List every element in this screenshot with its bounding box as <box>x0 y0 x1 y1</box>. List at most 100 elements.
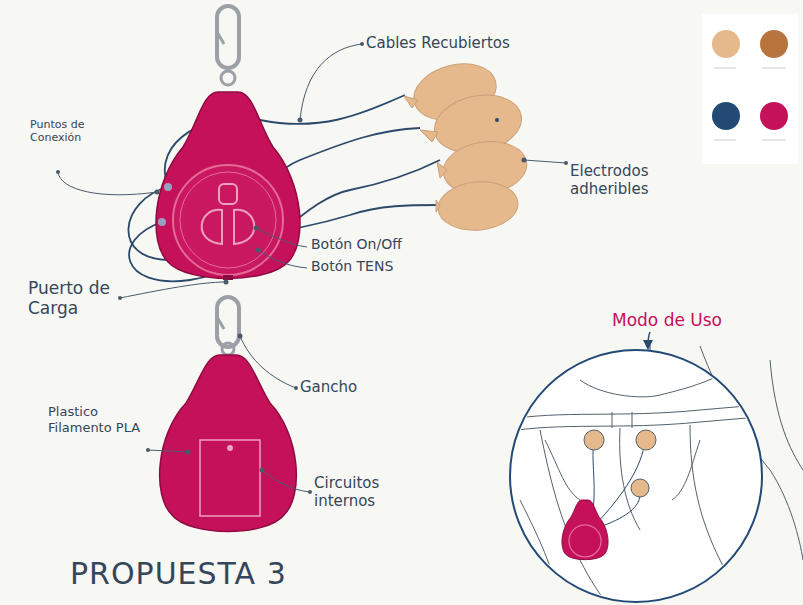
device-front <box>156 92 300 279</box>
leader-dot <box>260 468 265 473</box>
color-palette <box>702 14 798 164</box>
leader-line <box>262 470 310 492</box>
cable-label: Cables Recubiertos <box>366 34 556 52</box>
title-block: PROPUESTA 3 <box>70 556 287 592</box>
usage-inset <box>690 425 780 605</box>
label-text: Electrodos adheribles <box>570 162 678 198</box>
color-palette <box>712 102 740 130</box>
leader-dot <box>522 158 527 163</box>
device-back <box>217 297 239 347</box>
color-palette <box>760 102 788 130</box>
leader-line <box>120 282 226 298</box>
usage-inset <box>580 375 720 397</box>
leader-dot <box>564 161 568 165</box>
material-label: Plastico Filamento PLA <box>48 404 146 435</box>
leader-line <box>240 336 296 388</box>
title: PROPUESTA 3 <box>70 556 287 592</box>
usage-inset <box>636 430 656 450</box>
usage-inset <box>672 440 700 500</box>
device-back <box>160 297 297 532</box>
button-label: Botón TENS <box>311 258 431 275</box>
color-palette <box>714 68 786 140</box>
leader-dot <box>298 118 303 123</box>
leader-dot <box>256 248 261 253</box>
device-front <box>173 165 283 275</box>
usage-inset <box>770 360 803 470</box>
device-front <box>217 6 239 68</box>
label-text: Puntos de Conexión <box>30 118 92 144</box>
leader-line <box>648 332 650 348</box>
label-text: Cables Recubiertos <box>366 34 556 52</box>
color-palette <box>712 30 740 58</box>
usage-label: Modo de Uso <box>612 310 752 330</box>
hook-label: Gancho <box>300 378 390 396</box>
device-front <box>180 172 276 268</box>
usage-inset <box>505 375 780 605</box>
usage-inset <box>545 440 580 500</box>
color-palette <box>702 14 798 164</box>
leader-line <box>300 44 362 120</box>
electrode-pad <box>404 96 418 108</box>
leader-dot <box>360 42 364 46</box>
leader-dot <box>254 226 259 231</box>
leader-dot <box>294 386 298 390</box>
usage-inset <box>505 404 770 420</box>
leader-dot <box>146 448 150 452</box>
usage-inset <box>505 416 770 432</box>
electrode-pad <box>420 130 438 142</box>
button-label: Botón On/Off <box>311 236 431 253</box>
electrode-pad <box>436 200 440 212</box>
label-text: Gancho <box>300 378 390 396</box>
label-text: Botón TENS <box>311 258 431 275</box>
label-text: Circuitos internos <box>314 474 410 510</box>
leader-dot <box>118 296 122 300</box>
leader-dot <box>224 280 229 285</box>
device-front <box>158 218 166 226</box>
electrode-pad <box>495 118 499 122</box>
device-back <box>200 440 260 516</box>
electrode-pad <box>437 162 447 178</box>
usage-inset <box>505 345 803 605</box>
leader-dot <box>186 450 191 455</box>
usage-inset <box>569 525 601 557</box>
device-back <box>227 445 233 451</box>
device-front <box>164 183 172 191</box>
color-palette <box>714 140 736 141</box>
leader-line <box>58 44 650 492</box>
label-text: Puerto de Carga <box>28 278 120 319</box>
leader-line <box>524 160 566 163</box>
color-palette <box>762 140 786 141</box>
electrode-pad <box>436 179 520 234</box>
device-front <box>219 184 237 204</box>
usage-inset <box>584 430 604 450</box>
leader-line <box>258 250 307 268</box>
usage-inset <box>562 500 608 560</box>
electrode-label: Electrodos adheribles <box>570 162 678 198</box>
device-front <box>234 210 254 244</box>
device-back <box>217 317 224 329</box>
leader-line <box>58 172 157 195</box>
usage-inset <box>520 500 560 605</box>
electrode-pad <box>404 55 530 233</box>
label-text: Plastico Filamento PLA <box>48 404 146 435</box>
label-text: Botón On/Off <box>311 236 431 253</box>
leader-dot <box>308 490 312 494</box>
device-front <box>217 32 224 44</box>
leader-line <box>256 228 307 247</box>
label-text: Modo de Uso <box>612 310 752 330</box>
usage-inset <box>612 412 632 428</box>
usage-inset <box>510 350 762 602</box>
usage-inset <box>631 479 649 497</box>
device-back <box>160 355 297 532</box>
circuit-label: Circuitos internos <box>314 474 410 510</box>
device-front <box>223 275 233 280</box>
color-palette <box>762 68 786 69</box>
device-front <box>202 210 222 244</box>
usage-inset <box>650 345 651 350</box>
color-palette <box>714 68 736 69</box>
usage-inset <box>540 430 640 605</box>
color-palette <box>760 30 788 58</box>
port-label: Puerto de Carga <box>28 278 120 319</box>
